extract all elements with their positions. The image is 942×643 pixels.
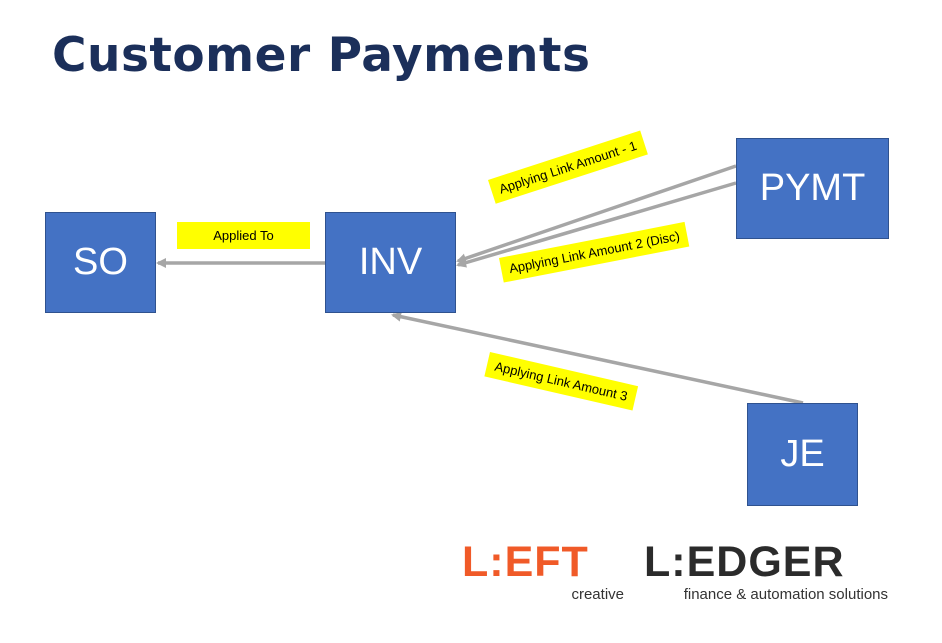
arrow-pymt-to-inv-1 [456, 164, 737, 264]
left-creative-logo: L:EFT creative [462, 540, 624, 603]
page-title: Customer Payments [52, 28, 591, 83]
node-inv: INV [325, 212, 456, 313]
edge-label-applied-to: Applied To [177, 222, 310, 249]
arrow-pymt-to-inv-2 [456, 181, 737, 268]
node-je: JE [747, 403, 858, 506]
ledger-logo: L:EDGER finance & automation solutions [644, 540, 888, 603]
left-wordmark: L:EFT [462, 538, 589, 586]
left-tagline: creative [571, 586, 624, 603]
ledger-wordmark: L:EDGER [644, 538, 845, 586]
node-pymt: PYMT [736, 138, 889, 239]
arrow-je-to-inv [391, 311, 804, 405]
ledger-tagline: finance & automation solutions [683, 586, 888, 603]
node-so: SO [45, 212, 156, 313]
